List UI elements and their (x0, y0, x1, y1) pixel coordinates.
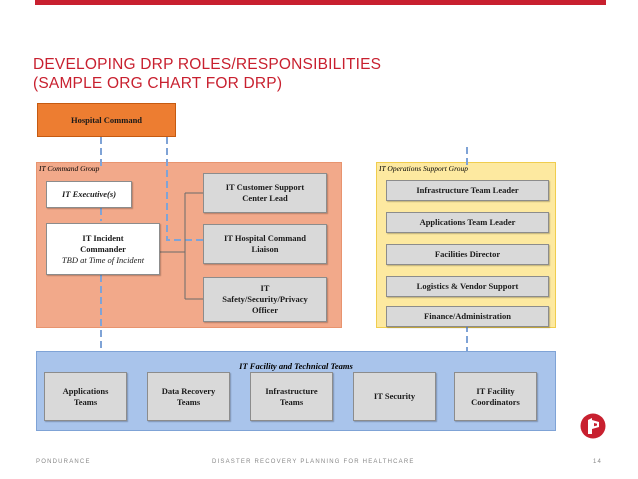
it-facility-coordinators-box: IT Facility Coordinators (454, 372, 537, 421)
it-customer-support-lead-box: IT Customer Support Center Lead (203, 173, 327, 213)
it-incident-commander-box: IT Incident Commander TBD at Time of Inc… (46, 223, 160, 275)
it-facility-group-label: IT Facility and Technical Teams (239, 361, 353, 371)
ops-item-label: Applications Team Leader (419, 217, 516, 227)
ops-item-label: Facilities Director (434, 249, 501, 259)
it-executive-box: IT Executive(s) (46, 181, 132, 208)
it-operations-group-label: IT Operations Support Group (379, 164, 468, 173)
infrastructure-team-leader-box: Infrastructure Team Leader (386, 180, 549, 201)
hospital-liaison-line-2: Liaison (251, 244, 279, 254)
it-executive-label: IT Executive(s) (61, 189, 117, 199)
title-line-1: DEVELOPING DRP ROLES/RESPONSIBILITIES (33, 56, 382, 73)
customer-support-line-2: Center Lead (242, 193, 288, 203)
facilities-director-box: Facilities Director (386, 244, 549, 265)
incident-commander-line-1: IT Incident (82, 232, 124, 243)
it-command-group-label: IT Command Group (39, 164, 100, 173)
finance-administration-box: Finance/Administration (386, 306, 549, 327)
hospital-command-label: Hospital Command (70, 114, 143, 125)
footer-title: DISASTER RECOVERY PLANNING FOR HEALTHCAR… (212, 459, 415, 465)
applications-teams-box: Applications Teams (44, 372, 127, 421)
team-line-2: Coordinators (471, 396, 520, 407)
team-line-2: Teams (176, 396, 201, 407)
data-recovery-teams-box: Data Recovery Teams (147, 372, 230, 421)
customer-support-line-1: IT Customer Support (225, 182, 305, 192)
footer-company: PONDURANCE (36, 459, 91, 465)
pondurance-logo-icon (580, 413, 606, 439)
footer-page-number: 14 (593, 459, 603, 465)
safety-officer-line-1: IT (260, 283, 270, 293)
team-line-1: IT Security (373, 391, 416, 401)
connector-hospital-to-liaison (166, 137, 203, 241)
top-accent-bar (35, 0, 606, 5)
ops-item-label: Infrastructure Team Leader (416, 185, 519, 195)
safety-officer-line-2: Safety/Security/Privacy (222, 294, 308, 304)
hospital-command-box: Hospital Command (37, 103, 176, 137)
page-title: DEVELOPING DRP ROLES/RESPONSIBILITIES (S… (33, 55, 381, 93)
team-line-1: Infrastructure (265, 385, 318, 396)
title-line-2: (SAMPLE ORG CHART FOR DRP) (33, 75, 283, 92)
incident-commander-line-2: Commander (80, 243, 126, 254)
it-security-box: IT Security (353, 372, 436, 421)
hospital-liaison-line-1: IT Hospital Command (223, 233, 307, 243)
team-line-2: Teams (279, 396, 304, 407)
team-line-1: IT Facility (476, 385, 515, 396)
ops-item-label: Finance/Administration (424, 311, 511, 321)
logistics-vendor-support-box: Logistics & Vendor Support (386, 276, 549, 297)
safety-officer-line-3: Officer (252, 305, 278, 315)
infrastructure-teams-box: Infrastructure Teams (250, 372, 333, 421)
applications-team-leader-box: Applications Team Leader (386, 212, 549, 233)
ops-item-label: Logistics & Vendor Support (416, 281, 519, 291)
it-hospital-command-liaison-box: IT Hospital Command Liaison (203, 224, 327, 264)
incident-commander-note: TBD at Time of Incident (61, 254, 145, 265)
team-line-1: Applications (62, 385, 109, 396)
team-line-2: Teams (73, 396, 98, 407)
team-line-1: Data Recovery (161, 385, 216, 396)
it-safety-security-privacy-officer-box: IT Safety/Security/Privacy Officer (203, 277, 327, 322)
